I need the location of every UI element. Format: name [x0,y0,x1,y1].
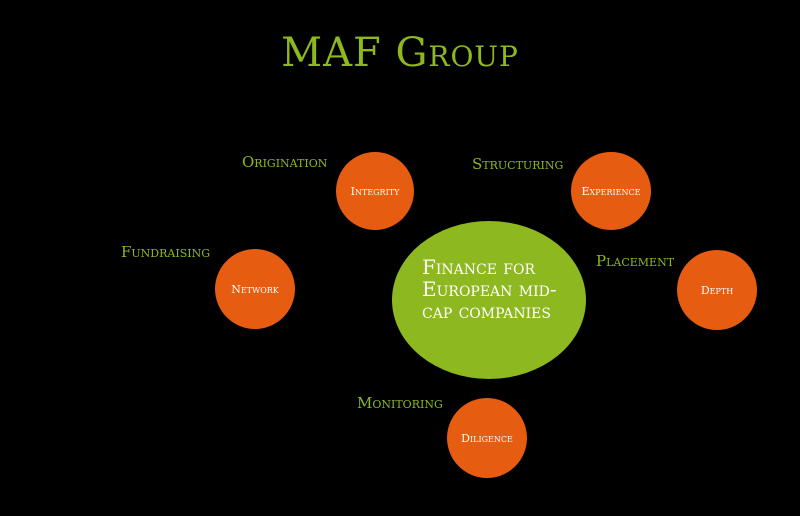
center-text: Finance for European mid-cap companies [422,255,557,323]
circle-depth: Depth [677,250,757,330]
circle-experience: Experience [571,152,651,230]
diagram-title: MAF Group [281,30,519,76]
label-placement: Placement [596,252,675,270]
circle-network-text: Network [231,282,279,296]
label-monitoring: Monitoring [357,394,443,412]
circle-experience-text: Experience [581,184,641,198]
center-ellipse [392,221,586,379]
circle-diligence-text: Diligence [461,431,513,445]
circle-diligence: Diligence [447,398,527,478]
label-origination: Origination [242,153,328,171]
circle-network: Network [215,249,295,329]
label-structuring: Structuring [472,155,564,173]
circle-depth-text: Depth [700,283,734,297]
circle-integrity: Integrity [336,152,414,230]
circle-integrity-text: Integrity [350,184,400,198]
label-fundraising: Fundraising [121,243,210,261]
